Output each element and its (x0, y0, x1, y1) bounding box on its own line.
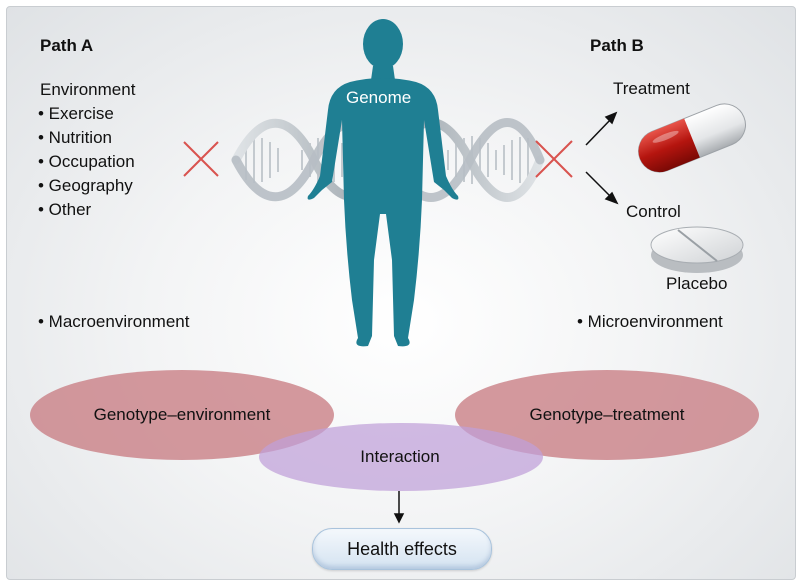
placebo-tablet-icon (650, 226, 744, 273)
arrow-to-health-effects-icon (393, 491, 405, 524)
path-b-title: Path B (590, 36, 644, 55)
genotype-treatment-label: Genotype–treatment (529, 405, 685, 424)
cross-mark-left-icon (183, 141, 219, 177)
interaction-ellipse (259, 423, 543, 491)
environment-item-nutrition: • Nutrition (38, 128, 112, 147)
genome-label: Genome (346, 88, 412, 107)
environment-item-occupation: • Occupation (38, 152, 135, 171)
macroenvironment-label: • Macroenvironment (38, 312, 190, 331)
environment-item-geography: • Geography (38, 176, 133, 195)
microenvironment-label: • Microenvironment (577, 312, 723, 331)
cross-mark-right-icon (535, 140, 573, 178)
capsule-pill-icon (638, 103, 746, 173)
genotype-environment-ellipse (30, 370, 334, 460)
placebo-label: Placebo (666, 274, 728, 293)
health-effects-label: Health effects (347, 538, 457, 559)
environment-item-exercise: • Exercise (38, 104, 114, 123)
environment-item-other: • Other (38, 200, 92, 219)
control-label: Control (626, 202, 681, 221)
environment-heading: Environment (40, 80, 136, 99)
genotype-treatment-ellipse (455, 370, 759, 460)
treatment-label: Treatment (613, 79, 690, 98)
genotype-environment-label: Genotype–environment (93, 405, 271, 424)
arrow-to-treatment-icon (585, 111, 618, 146)
health-effects-box: Health effects (312, 528, 492, 570)
path-a-title: Path A (40, 36, 94, 55)
arrow-to-control-icon (585, 171, 619, 205)
human-figure-icon (307, 19, 459, 347)
interaction-label: Interaction (360, 447, 440, 466)
